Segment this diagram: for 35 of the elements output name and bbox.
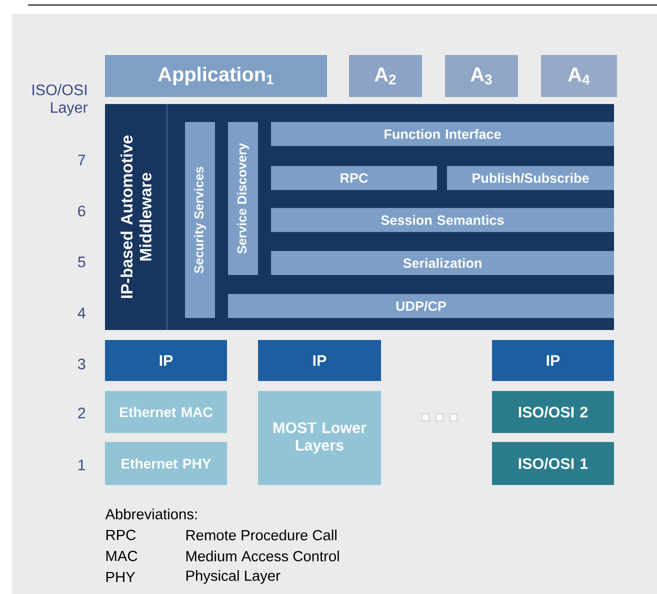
ip-box: IP <box>258 340 381 381</box>
ip-box: IP <box>105 340 227 381</box>
layer-bar: Serialization <box>271 250 614 275</box>
abbreviation-meaning: Remote Procedure Call <box>186 530 336 540</box>
application-box: A$_{4}$ <box>541 54 617 97</box>
layer-number: 2 <box>78 408 86 418</box>
layer-number: 3 <box>78 358 86 370</box>
layer-bar: RPC <box>271 166 437 190</box>
abbreviation-meaning: Physical Layer <box>186 570 280 584</box>
layer-box: Ethernet PHY <box>105 442 227 485</box>
layer-bar: UDP/CP <box>228 294 614 318</box>
abbreviation: RPC <box>106 530 136 540</box>
layer-box: MOST Lower Layers <box>258 390 381 485</box>
abbreviation: PHY <box>106 572 136 582</box>
layer-number: 1 <box>78 460 86 470</box>
legend-heading: Abbreviations: <box>105 508 197 520</box>
application-box: Application$_{1}$ <box>105 54 327 97</box>
layer-bar: Session Semantics <box>271 208 614 232</box>
layer-bar: Function Interface <box>271 122 614 146</box>
layer-bar: Publish/Subscribe <box>447 166 614 190</box>
application-box: A$_{2}$ <box>349 54 422 97</box>
layer-number: 5 <box>78 256 86 268</box>
abbreviation: MAC <box>106 550 138 562</box>
layer-number: 7 <box>78 154 86 166</box>
layer-number: 4 <box>78 308 86 318</box>
layer-bar: Service Discovery <box>228 122 258 275</box>
layer-box: Ethernet MAC <box>105 390 227 433</box>
application-box: A$_{3}$ <box>445 54 518 97</box>
abbreviation-meaning: Medium Access Control <box>186 550 339 562</box>
layer-box: ISO/OSI 1 <box>492 442 614 485</box>
layer-box: ISO/OSI 2 <box>492 390 614 433</box>
layer-number: 6 <box>78 206 86 216</box>
ip-box: IP <box>492 340 614 381</box>
layer-bar: Security Services <box>185 122 215 318</box>
layer-axis-title: ISO/OSI Layer <box>32 84 88 116</box>
